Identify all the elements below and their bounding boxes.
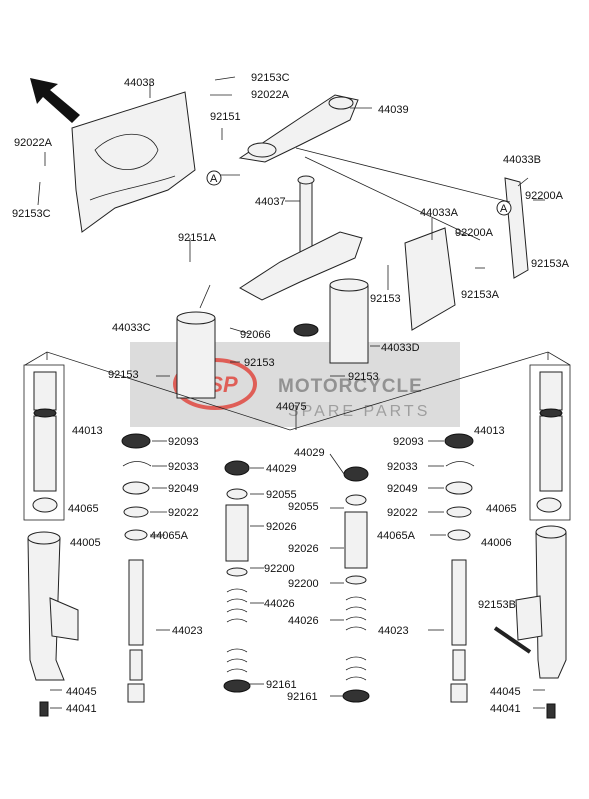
part-number-label: 44039 bbox=[378, 104, 409, 116]
part-number-label: 92153C bbox=[251, 72, 290, 84]
part-number-label: 92022 bbox=[387, 507, 418, 519]
part-number-label: 92093 bbox=[393, 436, 424, 448]
part-number-label: 44013 bbox=[72, 425, 103, 437]
part-number-label: 92151 bbox=[210, 111, 241, 123]
part-number-label: 92153 bbox=[108, 369, 139, 381]
center-right-column bbox=[342, 466, 370, 703]
part-number-label: 92049 bbox=[387, 483, 418, 495]
bolt-92153b bbox=[493, 626, 532, 654]
top-bridge-44039 bbox=[238, 94, 359, 163]
reference-a-left: A bbox=[206, 170, 222, 186]
part-number-label: 92200 bbox=[264, 563, 295, 575]
right-fork-tube-44013 bbox=[539, 371, 563, 492]
part-number-label: 44065A bbox=[377, 530, 416, 542]
left-damper-rod-44023 bbox=[127, 559, 145, 703]
part-number-label: 44033C bbox=[112, 322, 151, 334]
part-number-label: 44005 bbox=[70, 537, 101, 549]
part-number-label: 44033B bbox=[503, 154, 541, 166]
part-number-label: 44026 bbox=[264, 598, 295, 610]
part-number-label: 44023 bbox=[378, 625, 409, 637]
left-seal-stack bbox=[121, 433, 152, 541]
part-number-label: 92055 bbox=[266, 489, 297, 501]
part-number-label: 44026 bbox=[288, 615, 319, 627]
left-bushing-44065 bbox=[32, 497, 58, 513]
part-number-label: 44041 bbox=[66, 703, 97, 715]
part-number-label: 92022 bbox=[168, 507, 199, 519]
fork-frames bbox=[23, 351, 571, 521]
fork-cover-44033d bbox=[329, 278, 369, 364]
part-number-label: 92153C bbox=[12, 208, 51, 220]
front-direction-arrow bbox=[30, 78, 80, 123]
part-number-label: 92153A bbox=[461, 289, 500, 301]
part-number-label: 92153 bbox=[244, 357, 275, 369]
watermark-subtitle: SPARE PARTS bbox=[288, 403, 430, 420]
left-bolt-44041 bbox=[39, 701, 49, 717]
leader-lines-upper bbox=[37, 76, 545, 377]
svg-text:A: A bbox=[500, 203, 508, 215]
part-number-label: 44075 bbox=[276, 401, 307, 413]
part-number-label: 44033 bbox=[124, 77, 155, 89]
part-number-label: 92022A bbox=[251, 89, 290, 101]
part-number-label: 92200A bbox=[525, 190, 564, 202]
part-number-label: 92026 bbox=[288, 543, 319, 555]
part-number-label: 92093 bbox=[168, 436, 199, 448]
part-number-label: 92033 bbox=[387, 461, 418, 473]
part-number-label: 92153A bbox=[531, 258, 570, 270]
part-number-label: 44045 bbox=[66, 686, 97, 698]
headlight-cover-44033 bbox=[71, 91, 196, 233]
part-number-label: 44033D bbox=[381, 342, 420, 354]
part-number-label: 44023 bbox=[172, 625, 203, 637]
part-number-label: 92153B bbox=[478, 599, 516, 611]
part-number-label: 92055 bbox=[288, 501, 319, 513]
right-seal-stack bbox=[444, 433, 475, 541]
part-number-label: 44029 bbox=[294, 447, 325, 459]
part-number-label: 92161 bbox=[287, 691, 318, 703]
seal-92066 bbox=[293, 323, 319, 337]
part-number-label: 92049 bbox=[168, 483, 199, 495]
part-number-label: 92066 bbox=[240, 329, 271, 341]
leader-lines-lower bbox=[50, 440, 545, 709]
left-fork-tube-44013 bbox=[33, 371, 57, 492]
fork-cover-44033c bbox=[176, 311, 216, 399]
part-number-label: 92200A bbox=[455, 227, 494, 239]
right-outer-tube-44006 bbox=[515, 525, 567, 679]
part-number-label: 44045 bbox=[490, 686, 521, 698]
part-number-label: 44041 bbox=[490, 703, 521, 715]
right-bolt-44041 bbox=[546, 703, 556, 719]
part-number-label: 44033A bbox=[420, 207, 459, 219]
steering-stem-44037 bbox=[239, 175, 363, 301]
part-number-label: 44013 bbox=[474, 425, 505, 437]
part-number-label: 44006 bbox=[481, 537, 512, 549]
fork-cover-44033b bbox=[504, 177, 529, 279]
part-number-label: 44065A bbox=[150, 530, 189, 542]
part-number-label: 44029 bbox=[266, 463, 297, 475]
right-damper-rod-44023 bbox=[450, 559, 468, 703]
part-number-label: 92026 bbox=[266, 521, 297, 533]
part-number-label: 92153 bbox=[348, 371, 379, 383]
fork-cover-44033a bbox=[404, 227, 456, 331]
reference-a-right: A bbox=[496, 200, 512, 216]
part-number-label: 44065 bbox=[68, 503, 99, 515]
part-number-label: 44037 bbox=[255, 196, 286, 208]
watermark-title: MOTORCYCLE bbox=[278, 376, 423, 397]
part-number-label: 92200 bbox=[288, 578, 319, 590]
right-bushing-44065 bbox=[536, 497, 562, 513]
part-number-label: 92161 bbox=[266, 679, 297, 691]
part-number-label: 92153 bbox=[370, 293, 401, 305]
part-number-label: 92151A bbox=[178, 232, 217, 244]
center-left-column bbox=[223, 460, 251, 693]
svg-text:A: A bbox=[210, 173, 218, 185]
left-outer-tube-44005 bbox=[27, 531, 79, 681]
part-number-label: 44065 bbox=[486, 503, 517, 515]
part-number-label: 92033 bbox=[168, 461, 199, 473]
part-number-label: 92022A bbox=[14, 137, 53, 149]
